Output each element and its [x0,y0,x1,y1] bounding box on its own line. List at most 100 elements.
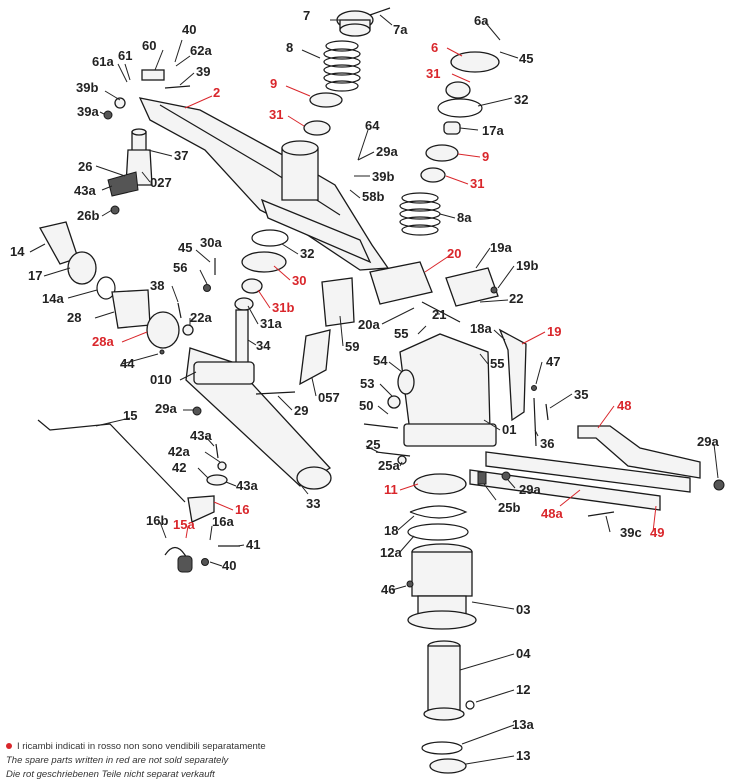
part-28-sleeve [111,289,151,329]
part-19b-screw [490,286,498,294]
label-40-bottom: 40 [222,558,236,573]
label-31-right: 31 [426,66,440,81]
label-48: 48 [617,398,631,413]
label-53: 53 [360,376,374,391]
label-31-left: 31 [269,107,283,122]
label-42: 42 [172,460,186,475]
part-16-lever [187,495,215,523]
label-46: 46 [381,582,395,597]
label-45-mid: 45 [178,240,192,255]
label-9: 9 [270,76,277,91]
label-47: 47 [546,354,560,369]
label-29: 29 [294,403,308,418]
label-14a: 14a [42,291,64,306]
part-31a-ring [234,297,254,311]
label-39a: 39a [77,104,99,119]
label-29a-top: 29a [376,144,398,159]
part-26b-nut [110,205,120,215]
label-50: 50 [359,398,373,413]
part-8-spring [323,40,361,92]
label-29a-mid: 29a [519,482,541,497]
label-027: 027 [150,175,172,190]
part-17-nozzle-nut [67,251,97,285]
label-39-top: 39 [196,64,210,79]
label-62a: 62a [190,43,212,58]
label-12: 12 [516,682,530,697]
label-56: 56 [173,260,187,275]
label-20a: 20a [358,317,380,332]
part-39a-nut [103,110,113,120]
part-39-screw [164,85,191,89]
label-22: 22 [509,291,523,306]
label-31a: 31a [260,316,282,331]
footnote-en: The spare parts written in red are not s… [6,755,229,766]
part-31-right-b [420,167,446,183]
part-17a-bush [443,121,461,135]
label-49: 49 [650,525,664,540]
part-34-shaft [235,309,249,367]
part-labels: 40 7 7a 6a 6 45 60 62a 61a 61 39 8 39b 2… [10,8,719,763]
part-32-oring-mid [251,229,289,247]
label-04: 04 [516,646,531,661]
label-31-right-b: 31 [470,176,484,191]
label-6a: 6a [474,13,489,28]
part-20-block [369,261,433,305]
label-03: 03 [516,602,530,617]
label-15a: 15a [173,517,195,532]
label-010: 010 [150,372,172,387]
label-29a-left: 29a [155,401,177,416]
label-40: 40 [182,22,196,37]
label-39b-mid: 39b [372,169,394,184]
part-43a-screw [215,443,219,459]
label-057: 057 [318,390,340,405]
label-19a: 19a [490,240,512,255]
label-18: 18 [384,523,398,538]
part-48a-bar [485,451,691,493]
part-29a-nut-left [192,406,202,416]
part-46-screw [406,580,414,588]
part-35-rod [545,403,549,421]
label-2: 2 [213,85,220,100]
part-19a-plate [445,267,499,307]
part-6-cap [450,51,500,73]
label-16b: 16b [146,513,168,528]
label-13: 13 [516,748,530,763]
part-11-clamp [413,473,467,495]
part-2-arm [138,97,390,271]
part-04-tube [423,640,465,721]
part-32-oring [437,98,483,118]
label-39b: 39b [76,80,98,95]
label-8a: 8a [457,210,472,225]
label-22a: 22a [190,310,212,325]
part-15a-spring-assembly [164,546,193,573]
footnote-it: I ricambi indicati in rosso non sono ven… [17,741,266,752]
label-14: 14 [10,244,25,259]
part-12a-oring [407,523,469,541]
part-19-lever [498,328,527,422]
part-25-screw [375,451,411,457]
part-7-cap [336,7,391,37]
label-16a: 16a [212,514,234,529]
label-36: 36 [540,436,554,451]
part-39-screw-bottom [587,511,615,517]
label-41: 41 [246,537,260,552]
label-39-bottom: 39c [620,525,642,540]
label-43a-low: 43a [236,478,258,493]
part-50-screw [363,423,399,429]
label-16: 16 [235,502,249,517]
label-20: 20 [447,246,461,261]
label-58b: 58b [362,189,384,204]
parts-drawing [37,7,725,774]
part-53-plug [387,395,401,409]
part-42a-spring-washer [217,461,227,471]
part-25a-washer [397,455,407,465]
label-59: 59 [345,339,359,354]
part-21-spring [421,301,461,323]
label-38: 38 [150,278,164,293]
label-54: 54 [373,353,388,368]
part-36-rod [533,397,537,447]
part-31-right [445,81,471,99]
label-28a: 28a [92,334,114,349]
part-60-bracket [141,69,165,81]
label-60: 60 [142,38,156,53]
